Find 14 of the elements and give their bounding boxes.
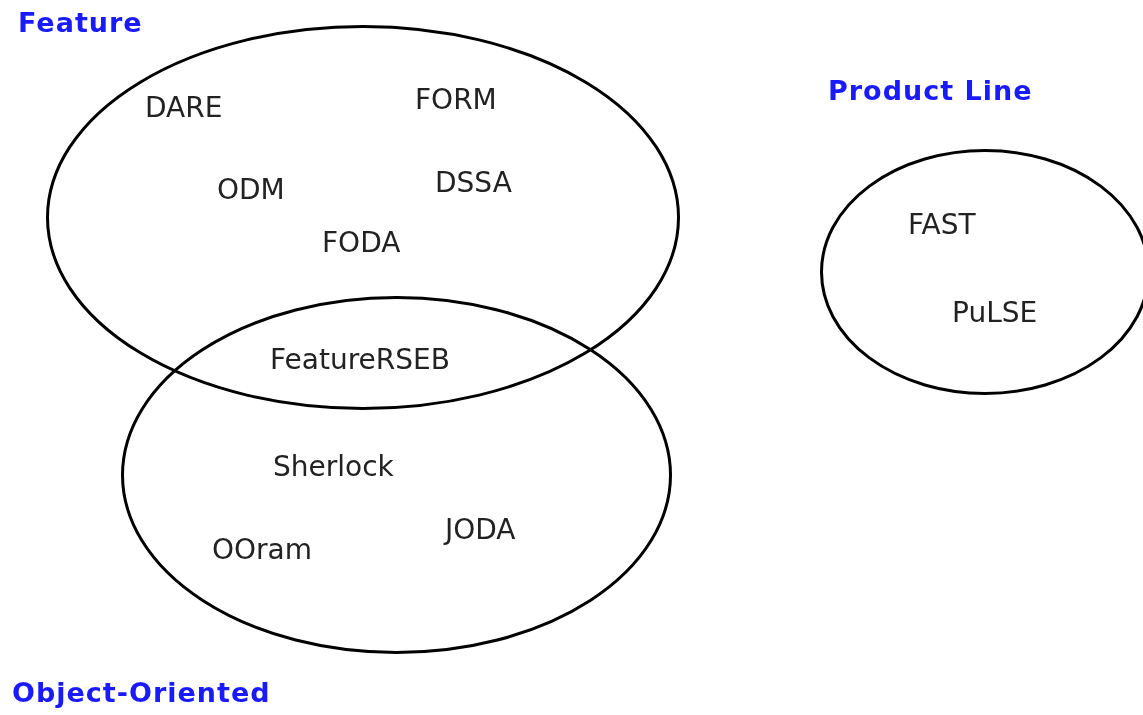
method-label: Sherlock (273, 450, 394, 484)
method-label: PuLSE (952, 296, 1038, 330)
method-label: FeatureRSEB (270, 343, 450, 377)
method-label: JODA (445, 513, 516, 547)
set-title: Object-Oriented (12, 676, 271, 710)
set-title: Feature (18, 6, 143, 40)
method-label: DARE (145, 91, 223, 125)
method-label: FODA (322, 226, 401, 260)
set-title: Product Line (828, 74, 1033, 108)
method-label: ODM (217, 173, 285, 207)
method-label: FORM (415, 83, 497, 117)
method-label: OOram (212, 533, 313, 567)
method-label: DSSA (435, 166, 512, 200)
method-label: FAST (908, 208, 976, 242)
